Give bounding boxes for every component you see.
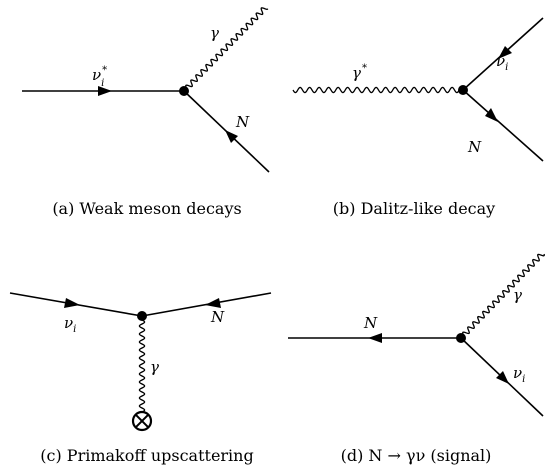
panel-b-label-N: N bbox=[467, 138, 482, 156]
panel-a-caption: (a) Weak meson decays bbox=[52, 199, 241, 218]
panel-a-label-gamma: γ bbox=[210, 24, 219, 42]
panel-b-virtual-photon-line bbox=[292, 86, 464, 94]
panel-d-label-N: N bbox=[363, 314, 378, 332]
panel-c-neutrino-arrow bbox=[64, 298, 80, 308]
panel-c-primakoff-upscattering: νi N γ (c) Primakoff upscattering bbox=[9, 292, 272, 465]
panel-b-heavy-neutrino-arrow bbox=[485, 108, 498, 122]
panel-b-dalitz-like-decay: γ* νi N (b) Dalitz-like decay bbox=[292, 17, 544, 218]
panel-b-label-gamma-star: γ* bbox=[352, 63, 367, 82]
panel-a-heavy-neutrino-arrow bbox=[225, 130, 238, 143]
panel-c-heavy-neutrino-arrow bbox=[205, 298, 221, 308]
panel-b-vertex bbox=[458, 85, 468, 95]
panel-d-photon-line bbox=[460, 253, 545, 340]
panel-a-label-N: N bbox=[235, 113, 250, 131]
panel-c-label-nu: νi bbox=[64, 314, 76, 335]
panel-b-caption: (b) Dalitz-like decay bbox=[333, 199, 495, 218]
panel-c-nucleus-crossed-circle-icon bbox=[131, 410, 153, 432]
panel-c-caption: (c) Primakoff upscattering bbox=[40, 446, 253, 465]
panel-a-photon-line bbox=[183, 7, 269, 93]
panel-a-label-nu-star: ν*i bbox=[92, 65, 107, 89]
panel-d-neutrino-arrow bbox=[496, 371, 509, 384]
panel-c-vertex bbox=[137, 311, 147, 321]
panel-b-label-nu: νi bbox=[496, 52, 508, 73]
panel-b-neutrino-arrow bbox=[498, 46, 512, 59]
panel-b-heavy-neutrino-line bbox=[462, 89, 544, 162]
panel-d-vertex bbox=[456, 333, 466, 343]
panel-a-vertex bbox=[179, 86, 189, 96]
panel-c-label-gamma: γ bbox=[150, 358, 159, 376]
panel-d-label-gamma: γ bbox=[513, 286, 522, 304]
panel-d-caption: (d) N → γν (signal) bbox=[341, 446, 492, 465]
panel-a-weak-meson-decays: ν*i γ N (a) Weak meson decays bbox=[22, 7, 270, 218]
panel-d-heavy-neutrino-arrow bbox=[368, 333, 382, 343]
panel-c-label-N: N bbox=[210, 308, 225, 326]
panel-c-photon-line bbox=[138, 315, 146, 413]
panel-d-signal-decay: N γ νi (d) N → γν (signal) bbox=[288, 253, 545, 465]
panel-d-label-nu: νi bbox=[513, 364, 525, 385]
panel-a-neutrino-arrow bbox=[98, 86, 112, 96]
